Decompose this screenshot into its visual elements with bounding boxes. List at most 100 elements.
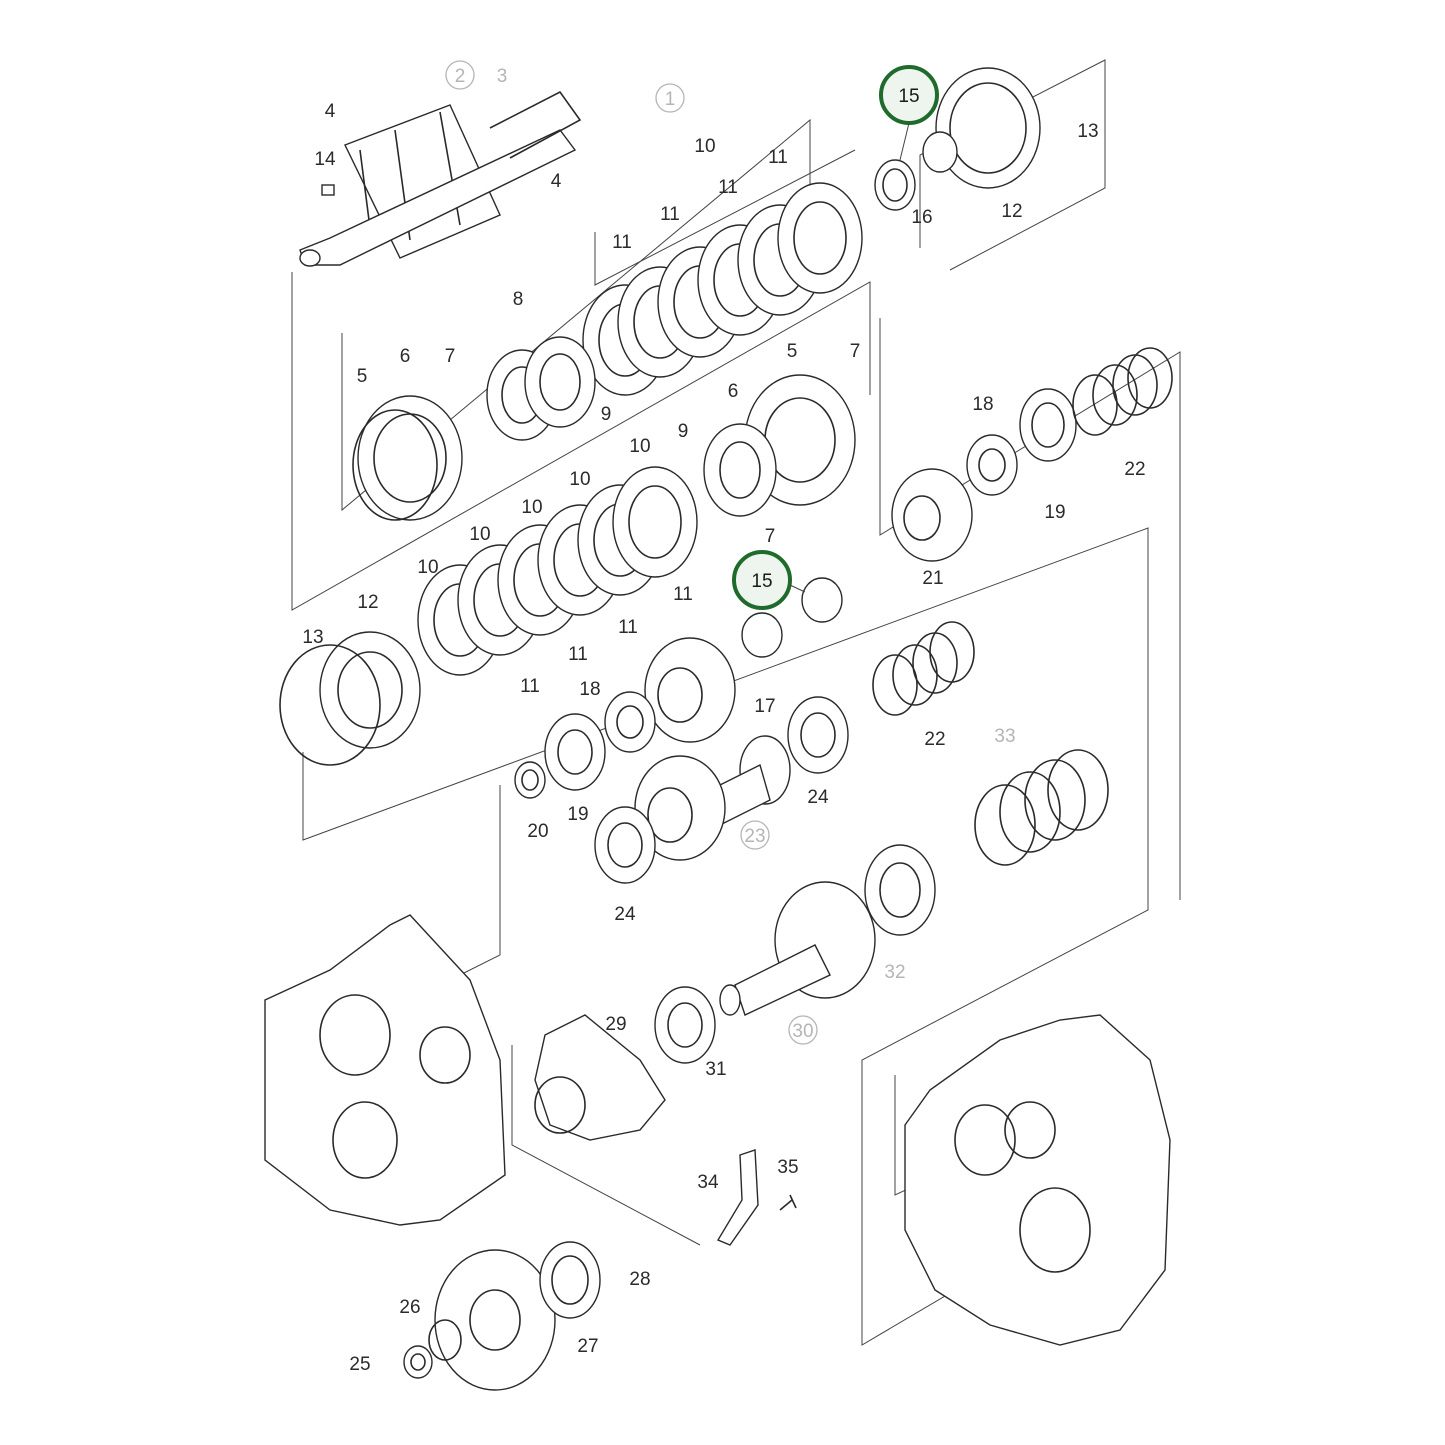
part-label-p30: 30 xyxy=(792,1021,813,1042)
part-label-p10a: 10 xyxy=(694,136,715,157)
clutch-plate xyxy=(777,182,863,294)
bearing-19-mid xyxy=(544,713,606,791)
bearing-24-low xyxy=(594,806,656,884)
part-label-p17: 17 xyxy=(754,696,775,717)
part-label-p27: 27 xyxy=(577,1336,598,1357)
part-label-p18b: 18 xyxy=(579,679,600,700)
snap-rings-33 xyxy=(974,749,1109,866)
gear-17 xyxy=(644,637,736,743)
housing-12-bottom xyxy=(279,631,421,766)
sleeve-20 xyxy=(514,761,546,799)
part-label-p28: 28 xyxy=(629,1269,650,1290)
part-label-p14: 14 xyxy=(314,149,336,170)
countershaft-23 xyxy=(634,735,791,861)
part-label-p11d: 11 xyxy=(612,232,632,253)
part-label-p9a: 9 xyxy=(601,404,612,425)
part-label-p5b: 5 xyxy=(787,341,798,362)
part-label-p7b: 7 xyxy=(850,341,861,362)
bolt-35 xyxy=(779,1194,797,1211)
part-label-p10b: 10 xyxy=(629,436,650,457)
part-label-p20: 20 xyxy=(527,821,548,842)
washer-18-mid xyxy=(604,691,656,753)
part-label-p23: 23 xyxy=(744,826,765,847)
lower-clutch-plates xyxy=(417,466,698,676)
nut-25 xyxy=(403,1345,433,1379)
part-label-p10f: 10 xyxy=(417,557,438,578)
part-label-p12a: 12 xyxy=(1001,201,1022,222)
part-label-p3: 3 xyxy=(497,66,508,87)
label-ring xyxy=(655,83,685,113)
part-label-p2: 2 xyxy=(455,66,466,87)
label-ring xyxy=(445,60,475,90)
cover-29 xyxy=(534,1014,666,1141)
highlight-ring xyxy=(732,550,792,610)
spring-ring-8 xyxy=(486,336,596,441)
part-label-p19a: 19 xyxy=(1044,502,1065,523)
part-label-p24a: 24 xyxy=(807,787,829,808)
needle-bearings-15-mid xyxy=(741,577,843,658)
part-label-p9b: 9 xyxy=(678,421,689,442)
part-label-p18a: 18 xyxy=(972,394,993,415)
part-label-p21: 21 xyxy=(922,568,943,589)
flange-27 xyxy=(434,1249,556,1391)
part-label-p10d: 10 xyxy=(521,497,542,518)
washer-18-top xyxy=(966,434,1018,496)
part-label-p7a: 7 xyxy=(445,346,456,367)
part-label-p31: 31 xyxy=(705,1059,726,1080)
part-label-p6b: 6 xyxy=(728,381,739,402)
bearing-24-mid xyxy=(787,696,849,774)
part-label-p11a: 11 xyxy=(768,147,788,168)
part-label-p11f: 11 xyxy=(618,617,638,638)
transmission-housing-right xyxy=(904,1014,1171,1346)
group-frames xyxy=(291,59,1181,1346)
part-label-p22a: 22 xyxy=(1124,459,1145,480)
label-15-top: 15 xyxy=(898,86,919,107)
part-label-p4a: 4 xyxy=(325,101,336,122)
output-shaft-30 xyxy=(719,881,876,1016)
part-label-p8: 8 xyxy=(513,289,524,310)
label-15-mid: 15 xyxy=(751,571,772,592)
part-label-p11e: 11 xyxy=(673,584,693,605)
piston-6-left xyxy=(352,395,463,521)
clutch-plate-bore xyxy=(793,201,847,275)
clutch-plate xyxy=(612,466,698,578)
highlight-callout-15-top: 15 xyxy=(879,65,939,161)
o-ring-26 xyxy=(428,1319,462,1361)
part-label-p12b: 12 xyxy=(357,592,378,613)
seal-28 xyxy=(539,1241,601,1319)
part-label-p26: 26 xyxy=(399,1297,420,1318)
highlight-callout-15-mid: 15 xyxy=(732,550,806,610)
part-label-p11c: 11 xyxy=(660,204,680,225)
part-label-p13b: 13 xyxy=(302,627,323,648)
part-label-p11b: 11 xyxy=(718,177,738,198)
part-label-p13a: 13 xyxy=(1077,121,1098,142)
part-label-p10c: 10 xyxy=(569,469,590,490)
part-label-p7c: 7 xyxy=(765,526,776,547)
clutch-shaft-assembly xyxy=(299,90,582,267)
part-label-p25: 25 xyxy=(349,1354,370,1375)
part-label-p1: 1 xyxy=(665,89,676,110)
part-label-p6a: 6 xyxy=(400,346,411,367)
part-label-p34: 34 xyxy=(697,1172,719,1193)
part-label-p32: 32 xyxy=(884,962,905,983)
transmission-housing-left xyxy=(264,914,506,1226)
part-label-p4b: 4 xyxy=(551,171,562,192)
hose-34 xyxy=(716,1149,759,1246)
part-label-p22b: 22 xyxy=(924,729,945,750)
part-label-p24b: 24 xyxy=(614,904,636,925)
part-label-p33: 33 xyxy=(994,726,1015,747)
part-label-p11h: 11 xyxy=(520,676,540,697)
upper-clutch-plates xyxy=(582,182,863,396)
snap-rings-22-top xyxy=(1072,347,1173,436)
piston-6-right xyxy=(703,374,856,517)
gear-21 xyxy=(891,468,973,562)
part-label-p29: 29 xyxy=(605,1014,626,1035)
label-ring xyxy=(788,1015,818,1045)
snap-rings-22-mid xyxy=(872,621,975,716)
part-label-p10e: 10 xyxy=(469,524,490,545)
part-label-p5a: 5 xyxy=(357,366,368,387)
part-label-p35: 35 xyxy=(777,1157,798,1178)
